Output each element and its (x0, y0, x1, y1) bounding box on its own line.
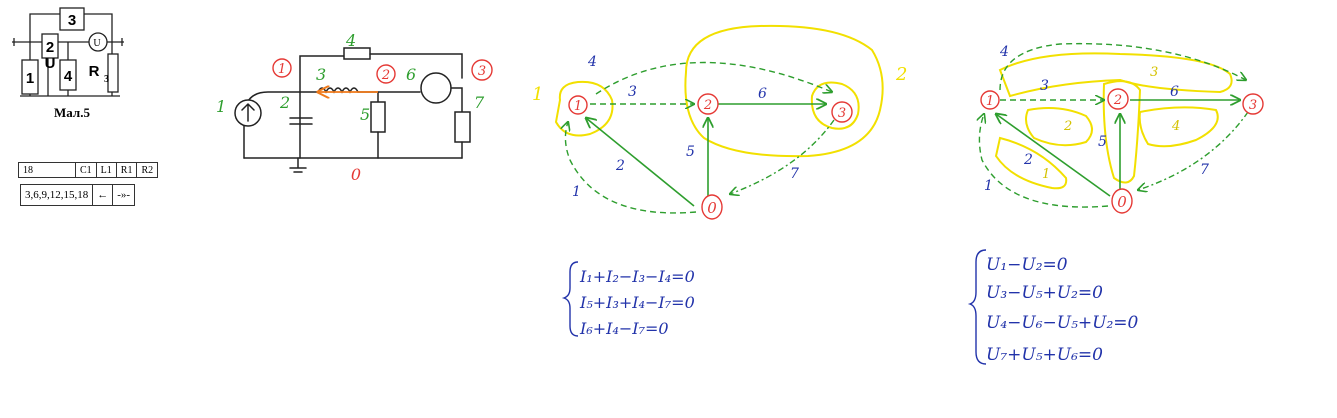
cut-branch-2: 2 (615, 158, 625, 174)
loop-label-3: 3 (1150, 65, 1158, 80)
cut-branch-labels: 4 3 6 5 2 1 7 (572, 54, 799, 200)
kvl-brace (967, 249, 987, 365)
loop-label-4: 4 (1171, 119, 1180, 134)
ref-caption: Мал.5 (54, 105, 90, 120)
cut-node-1: 1 (574, 99, 582, 114)
cut-branch-3: 3 (628, 84, 637, 100)
graph-cutsets (554, 24, 884, 220)
kcl-equations: I₁+I₂−I₃−I₄=0 I₅+I₃+I₄−I₇=0 I₆+I₄−I₇=0 (579, 267, 695, 338)
sketch-branch-2: 2 (279, 93, 290, 112)
loop-node-3: 3 (1249, 98, 1257, 113)
variant-table-row: 18 C1 L1 R1 R2 (18, 162, 159, 178)
cut-branch-7: 7 (790, 166, 799, 182)
kvl-equations: U₁−U₂=0 U₃−U₅+U₂=0 U₄−U₆−U₅+U₂=0 U₇+U₅+U… (986, 255, 1139, 365)
sketch-circuit (234, 47, 471, 173)
loop-label-2: 2 (1063, 119, 1072, 134)
variant-cell-c1: C1 (75, 162, 97, 178)
cut-label-1: 1 (532, 84, 543, 105)
loop-branch-labels: 4 3 6 5 2 1 7 (984, 44, 1209, 194)
variant-arrow-cell: ← (92, 184, 114, 206)
ref-resistor-sub: 3 (104, 74, 109, 85)
cut-node-2: 2 (703, 98, 712, 113)
variant-number-cell: 18 (18, 162, 76, 178)
ref-box-1: 1 (26, 70, 34, 87)
variant-table-header: 18 C1 L1 R1 R2 (18, 162, 159, 178)
cut-branch-1: 1 (572, 184, 581, 200)
loop-node-2: 2 (1113, 93, 1122, 108)
loop-branch-3: 3 (1040, 78, 1049, 94)
cut-branch-4: 4 (587, 54, 597, 70)
kvl-equation-2: U₃−U₅+U₂=0 (986, 283, 1103, 303)
ref-box-4: 4 (64, 68, 73, 85)
sketch-branch-5: 5 (360, 105, 370, 124)
ref-box-3: 3 (68, 12, 76, 29)
loop-branch-2: 2 (1023, 152, 1033, 168)
sketch-branch-6: 6 (406, 65, 416, 84)
cut-branch-5: 5 (686, 144, 695, 160)
sketch-node-0: 0 (351, 165, 361, 184)
variant-table-row: 3,6,9,12,15,18 ← -»- (19, 184, 136, 206)
loop-branch-4: 4 (999, 44, 1009, 60)
ref-meter-label: U (93, 38, 101, 49)
kvl-equation-3: U₄−U₆−U₅+U₂=0 (986, 313, 1139, 333)
ref-source-label: U (45, 55, 56, 72)
loop-node-0: 0 (1117, 193, 1127, 211)
sketch-node-markers (272, 58, 493, 84)
variant-cell-r1: R1 (115, 162, 138, 178)
cut-node-0: 0 (707, 199, 717, 217)
sketch-node-3: 3 (478, 64, 486, 79)
cut-node-3: 3 (838, 106, 846, 121)
cut-branch-6: 6 (758, 86, 767, 102)
loop-branch-7: 7 (1200, 162, 1209, 178)
sketch-node-1: 1 (278, 62, 286, 77)
loop-branch-5: 5 (1098, 134, 1107, 150)
loop-labels: 1 2 3 4 (1042, 65, 1180, 182)
ref-box-2: 2 (46, 39, 54, 56)
sketch-branch-labels: 1 2 3 4 5 6 7 (216, 31, 485, 124)
ref-resistor-label: R (89, 63, 100, 80)
reference-circuit (12, 7, 124, 97)
sketch-node-2: 2 (381, 68, 390, 83)
sketch-branch-7: 7 (474, 93, 485, 112)
kvl-equation-4: U₇+U₅+U₆=0 (986, 345, 1103, 365)
kcl-brace (561, 261, 579, 337)
sketch-branch-3: 3 (316, 65, 326, 84)
loop-branch-6: 6 (1170, 84, 1179, 100)
kvl-equation-1: U₁−U₂=0 (986, 255, 1068, 275)
kcl-equation-2: I₅+I₃+I₄−I₇=0 (579, 293, 695, 312)
variant-table-values: 3,6,9,12,15,18 ← -»- (19, 184, 136, 206)
loop-node-1: 1 (986, 94, 994, 109)
variant-cell-r2: R2 (136, 162, 159, 178)
kcl-equation-1: I₁+I₂−I₃−I₄=0 (579, 267, 695, 286)
variant-ditto-cell: -»- (112, 184, 136, 206)
variant-list-cell: 3,6,9,12,15,18 (19, 184, 94, 206)
sketch-branch-4: 4 (345, 31, 356, 50)
loop-branch-1: 1 (984, 178, 993, 194)
variant-cell-l1: L1 (95, 162, 117, 178)
graph-loops (979, 42, 1264, 214)
loop-label-1: 1 (1042, 167, 1050, 182)
cut-label-2: 2 (895, 64, 907, 85)
kcl-equation-3: I₆+I₄−I₇=0 (579, 319, 669, 338)
sketch-branch-1: 1 (216, 97, 226, 116)
